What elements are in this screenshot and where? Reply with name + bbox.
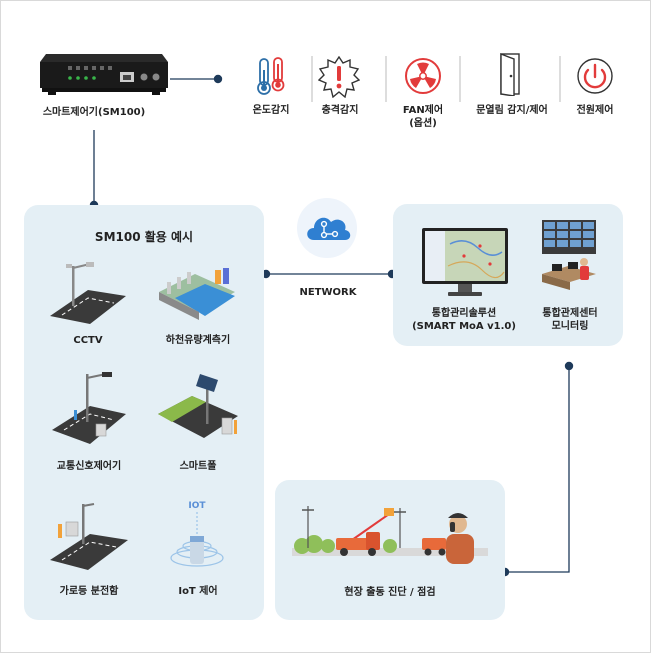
smart-pole-icon [156, 372, 240, 446]
door-icon [498, 52, 524, 96]
cloud-network-icon [296, 198, 358, 266]
cctv-road-icon [48, 256, 128, 326]
usage-label-smartpole: 스마트폴 [179, 461, 217, 472]
svg-text:IOT: IOT [188, 501, 206, 511]
usage-label-traffic: 교통신호제어기 [56, 461, 122, 472]
device-label: 스마트제어기(SM100) [42, 107, 146, 118]
power-icon [575, 56, 615, 96]
management-label-center: 통합관제센터 모니터링 [542, 308, 598, 332]
field-repair-icon [292, 502, 488, 572]
function-label-temperature: 온도감지 [252, 105, 290, 116]
streetlight-panel-icon [46, 500, 130, 572]
function-separators [311, 56, 561, 102]
thermometer-icon [256, 56, 286, 98]
river-gauge-icon [155, 262, 239, 326]
function-label-door: 문열림 감지/제어 [476, 105, 548, 116]
function-label-fan: FAN제어 (옵션) [402, 105, 444, 129]
usage-label-cctv: CCTV [73, 335, 103, 346]
usage-panel-title: SM100 활용 예시 [94, 230, 194, 244]
iot-tower-icon: IOT [168, 496, 226, 576]
usage-label-streetlight: 가로등 분전함 [59, 586, 119, 597]
control-center-icon [538, 218, 600, 302]
sm100-device-image [38, 48, 170, 98]
fan-icon [403, 56, 443, 96]
field-label: 현장 출동 진단 / 점검 [344, 587, 436, 598]
traffic-signal-icon [50, 370, 128, 446]
network-label: NETWORK [299, 287, 357, 298]
management-to-field-line [505, 367, 570, 573]
function-label-shock: 충격감지 [321, 105, 359, 116]
usage-label-river: 하천유량계측기 [165, 335, 231, 346]
monitor-map-icon [420, 226, 510, 300]
management-label-solution: 통합관리솔루션 (SMART MoA v1.0) [412, 308, 516, 332]
function-label-power: 전원제어 [576, 105, 614, 116]
shock-warning-icon [318, 56, 360, 98]
usage-label-iot: IoT 제어 [178, 586, 218, 597]
